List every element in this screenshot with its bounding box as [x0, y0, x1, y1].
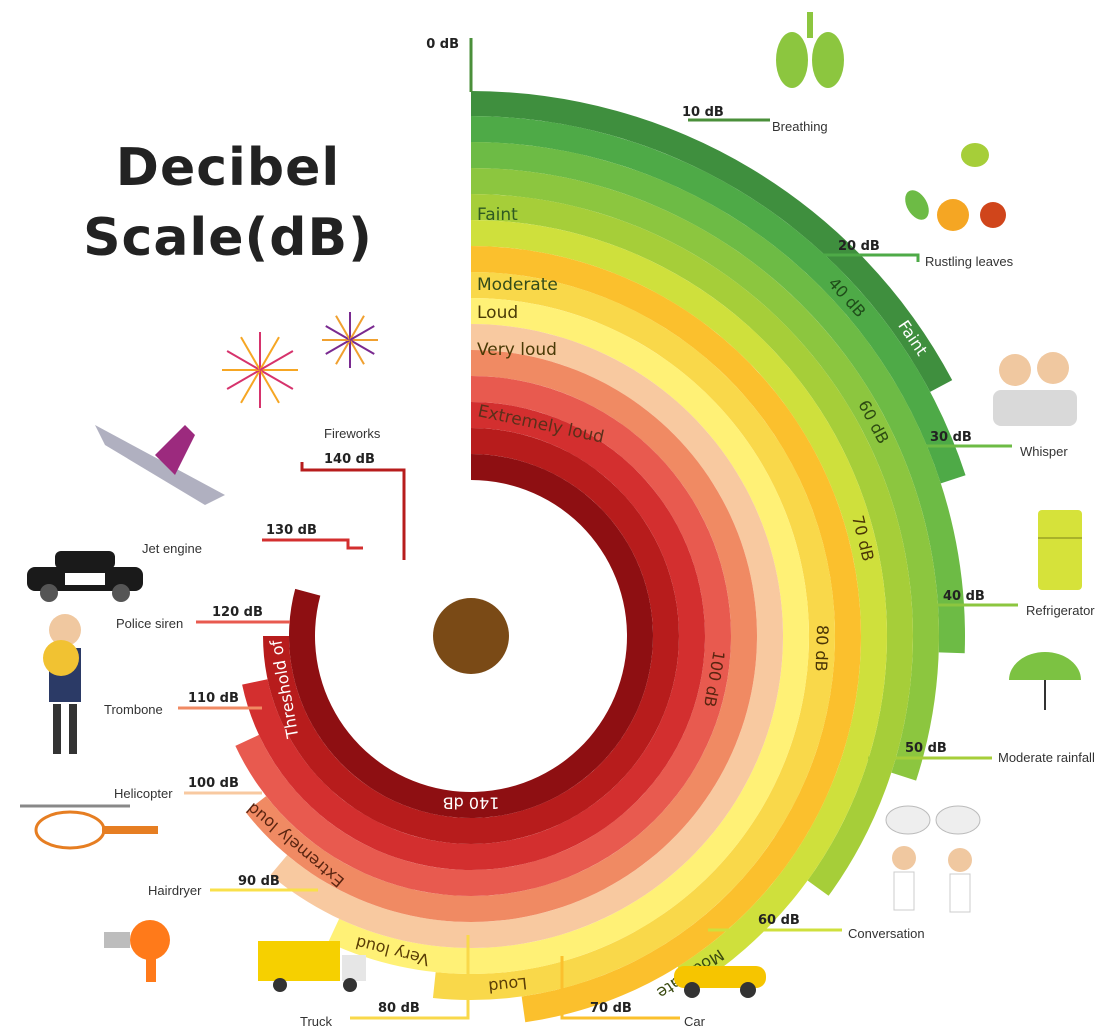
- callout-db-value: 30 dB: [930, 430, 972, 445]
- callout-umbrella: 50 dB Moderate rainfall: [868, 652, 1095, 765]
- zero-db-label: 0 dB: [426, 37, 459, 52]
- fridge-icon: [1038, 510, 1082, 590]
- callout-db-value: 20 dB: [838, 239, 880, 254]
- car-icon: [674, 966, 766, 998]
- callout-db-value: 80 dB: [378, 1001, 420, 1016]
- callout-source-name: Conversation: [848, 926, 925, 941]
- callout-db-value: 130 dB: [266, 523, 317, 538]
- title-line-1: Decibel: [115, 138, 341, 198]
- band-name-arc: 80 dB: [811, 625, 832, 672]
- callout-db-value: 10 dB: [682, 105, 724, 120]
- fireworks-icon: [222, 312, 378, 408]
- callout-source-name: Police siren: [116, 616, 183, 631]
- callout-line: [300, 462, 406, 560]
- hairdryer-icon: [104, 920, 170, 982]
- leaves-icon: [905, 143, 1006, 231]
- arc-band-100db: [270, 324, 783, 948]
- callout-line: [560, 956, 680, 1020]
- callout-helicopter: 100 dB Helicopter: [20, 776, 262, 850]
- arc-band-20db: [471, 116, 966, 484]
- conversation-icon: [885, 805, 981, 913]
- callout-lungs: 10 dB Breathing: [682, 12, 844, 134]
- callout-source-name: Breathing: [772, 119, 828, 134]
- callout-line: [262, 538, 363, 550]
- callout-hairdryer: 90 dB Hairdryer: [104, 874, 318, 982]
- arc-bands: [235, 91, 966, 1023]
- jet-icon: [95, 425, 225, 505]
- callout-db-value: 60 dB: [758, 913, 800, 928]
- sound-callouts: 10 dB Breathing 20 dB Rustling leaves 30 dB W…: [20, 12, 1095, 1028]
- callout-jet: 130 dB Jet engine: [95, 425, 363, 556]
- callout-fireworks: 140 dB Fireworks: [222, 312, 406, 560]
- callout-car: 70 dB Car: [560, 956, 766, 1028]
- callout-source-name: Refrigerator: [1026, 603, 1095, 618]
- band-name-right: Moderate: [477, 275, 558, 295]
- callout-db-value: 90 dB: [238, 874, 280, 889]
- callout-db-value: 40 dB: [943, 589, 985, 604]
- whisper-icon: [993, 352, 1077, 426]
- callout-whisper: 30 dB Whisper: [912, 352, 1077, 459]
- callout-source-name: Moderate rainfall: [998, 750, 1095, 765]
- callout-line: [820, 253, 920, 262]
- band-name-arc: 140 dB: [443, 794, 500, 813]
- callout-source-name: Jet engine: [142, 541, 202, 556]
- helicopter-icon: [20, 804, 158, 850]
- police-car-icon: [27, 551, 143, 602]
- title-line-2: Scale(dB): [83, 208, 373, 268]
- callout-source-name: Whisper: [1020, 444, 1068, 459]
- callout-source-name: Fireworks: [324, 426, 381, 441]
- lungs-icon: [776, 12, 844, 88]
- callout-truck: 80 dB Truck: [258, 935, 470, 1028]
- band-name-arc: Loud: [487, 974, 527, 997]
- callout-source-name: Rustling leaves: [925, 254, 1014, 269]
- callout-db-value: 50 dB: [905, 741, 947, 756]
- center-dot: [433, 598, 509, 674]
- arc-band-10db: [471, 91, 953, 392]
- callout-db-value: 140 dB: [324, 452, 375, 467]
- callout-leaves: 20 dB Rustling leaves: [820, 143, 1014, 269]
- callout-db-value: 70 dB: [590, 1001, 632, 1016]
- callout-source-name: Trombone: [104, 702, 163, 717]
- callout-db-value: 120 dB: [212, 605, 263, 620]
- arc-band-50db: [471, 194, 914, 896]
- callout-conversation: 60 dB Conversation: [708, 805, 981, 941]
- callout-source-name: Helicopter: [114, 786, 173, 801]
- callout-fridge: 40 dB Refrigerator: [935, 510, 1095, 618]
- band-name-right: Loud: [477, 303, 518, 323]
- callout-trombone: 110 dB Trombone: [43, 614, 262, 754]
- callout-db-value: 100 dB: [188, 776, 239, 791]
- callout-source-name: Truck: [300, 1014, 333, 1028]
- callout-source-name: Car: [684, 1014, 706, 1028]
- truck-icon: [258, 941, 366, 992]
- band-name-right: Very loud: [477, 340, 557, 360]
- callout-db-value: 110 dB: [188, 691, 239, 706]
- trombone-icon: [43, 614, 81, 754]
- umbrella-icon: [1009, 652, 1081, 710]
- callout-source-name: Hairdryer: [148, 883, 202, 898]
- band-name-right: Faint: [477, 205, 518, 225]
- callout-police-car: 120 dB Police siren: [27, 551, 290, 631]
- callout-line: [350, 935, 470, 1020]
